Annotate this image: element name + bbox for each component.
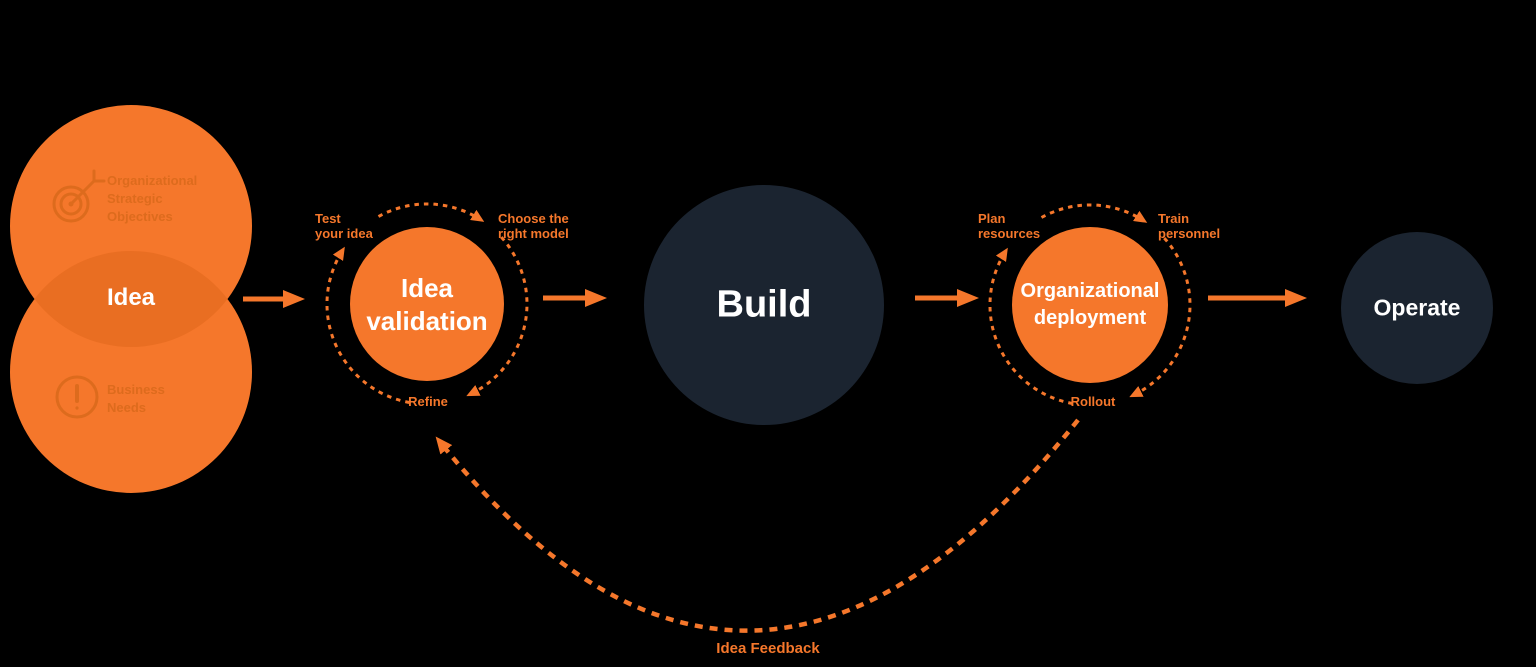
validation-cycle-arcs xyxy=(325,202,529,404)
validation-arc-left xyxy=(325,246,410,404)
idea-feedback-label: Idea Feedback xyxy=(716,640,820,657)
idea-feedback-curve xyxy=(435,418,1080,633)
stage-label-organizational-deployment: Organizational deployment xyxy=(1020,280,1160,329)
organizational-deployment-circle xyxy=(1012,227,1168,383)
satellite-label-choose-right-model: Choose the right model xyxy=(498,211,569,241)
deployment-arc-top xyxy=(1040,203,1148,223)
satellite-label-train-personnel: Train personnel xyxy=(1158,211,1221,241)
deployment-arc-left xyxy=(988,247,1073,405)
satellite-label-refine: Refine xyxy=(408,394,448,409)
operate-circle xyxy=(1341,232,1493,384)
target-icon xyxy=(52,169,106,223)
satellite-label-test-your-idea: Test your idea xyxy=(315,211,373,241)
validation-arc-top xyxy=(377,202,485,222)
satellite-label-plan-resources: Plan resources xyxy=(978,211,1041,241)
deployment-cycle-arcs xyxy=(988,203,1192,405)
satellite-label-rollout: Rollout xyxy=(1070,394,1116,409)
stage-label-build: Build xyxy=(716,283,812,326)
build-circle xyxy=(644,185,884,425)
business-needs-label: Business Needs xyxy=(107,382,165,415)
idea-overlap-lens xyxy=(34,250,228,348)
idea-validation-circle xyxy=(350,227,504,381)
exclamation-icon xyxy=(55,375,99,419)
stage-label-idea-validation: Idea validation xyxy=(366,273,488,336)
strategic-objectives-label: Organizational Strategic Objectives xyxy=(107,173,198,224)
stage-label-operate: Operate xyxy=(1373,294,1461,321)
stage-label-idea: Idea xyxy=(106,284,156,311)
